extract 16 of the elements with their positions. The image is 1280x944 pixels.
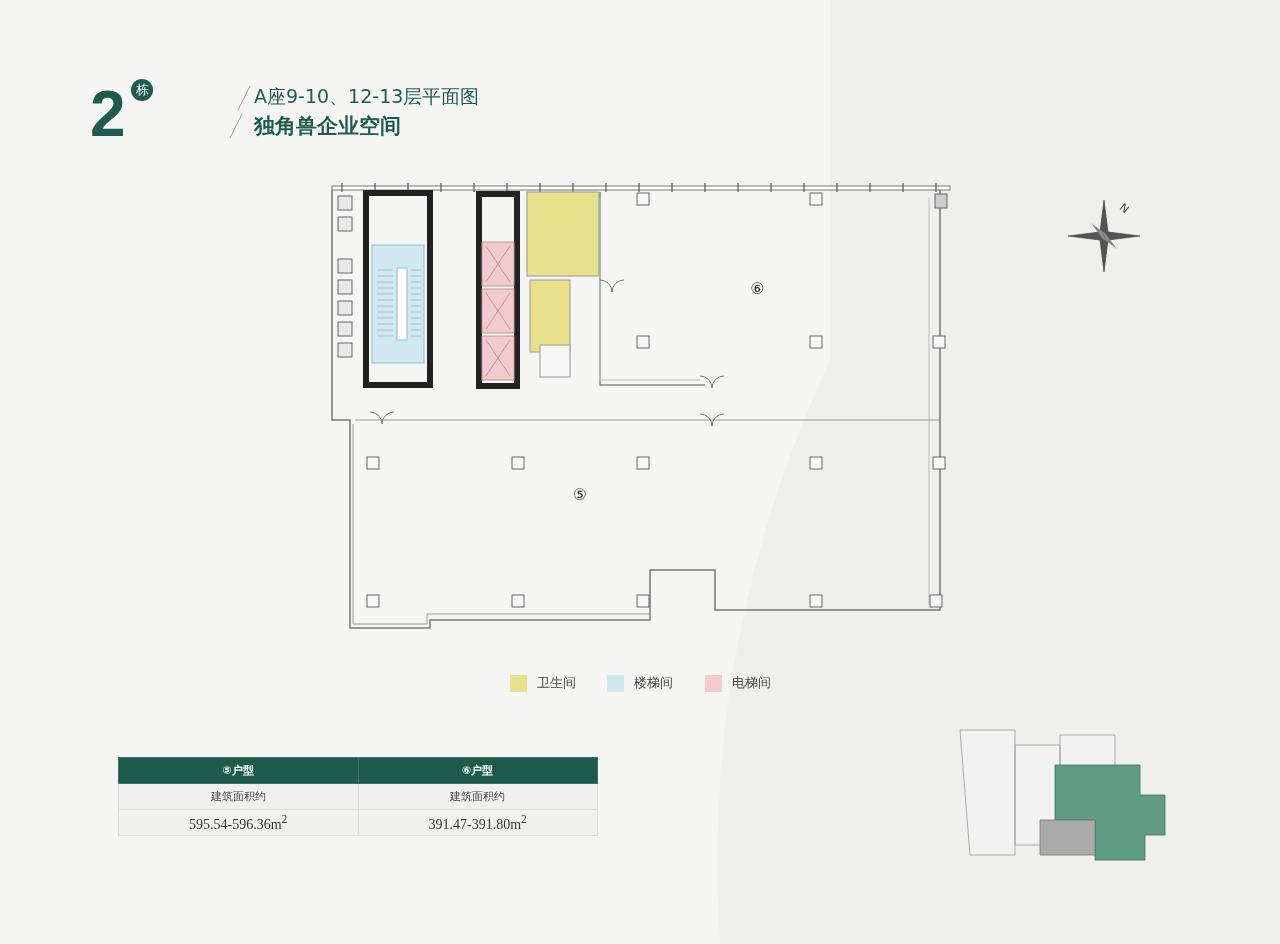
area-value: 391.47-391.80m$^{2}$ <box>358 809 598 836</box>
north-label: N <box>1116 200 1132 217</box>
area-value: 595.54-596.36m$^{2}$ <box>118 809 358 836</box>
legend-label: 电梯间 <box>732 674 771 692</box>
plan-title: A座9-10、12-13层平面图 <box>254 84 480 109</box>
legend-label: 卫生间 <box>537 674 576 692</box>
unit-type-header: ⑥户型 <box>358 757 598 784</box>
area-label: 建筑面积约 <box>358 783 598 810</box>
legend-label: 楼梯间 <box>634 674 673 692</box>
building-badge: 栋 <box>131 79 153 101</box>
plan-subtitle: 独角兽企业空间 <box>254 113 401 140</box>
unit-number: ⑤ <box>572 485 588 504</box>
unit-number: ⑥ <box>750 279 765 298</box>
building-number: 2 <box>90 82 126 146</box>
unit-type-header: ⑤户型 <box>118 757 358 784</box>
area-label: 建筑面积约 <box>118 783 358 810</box>
